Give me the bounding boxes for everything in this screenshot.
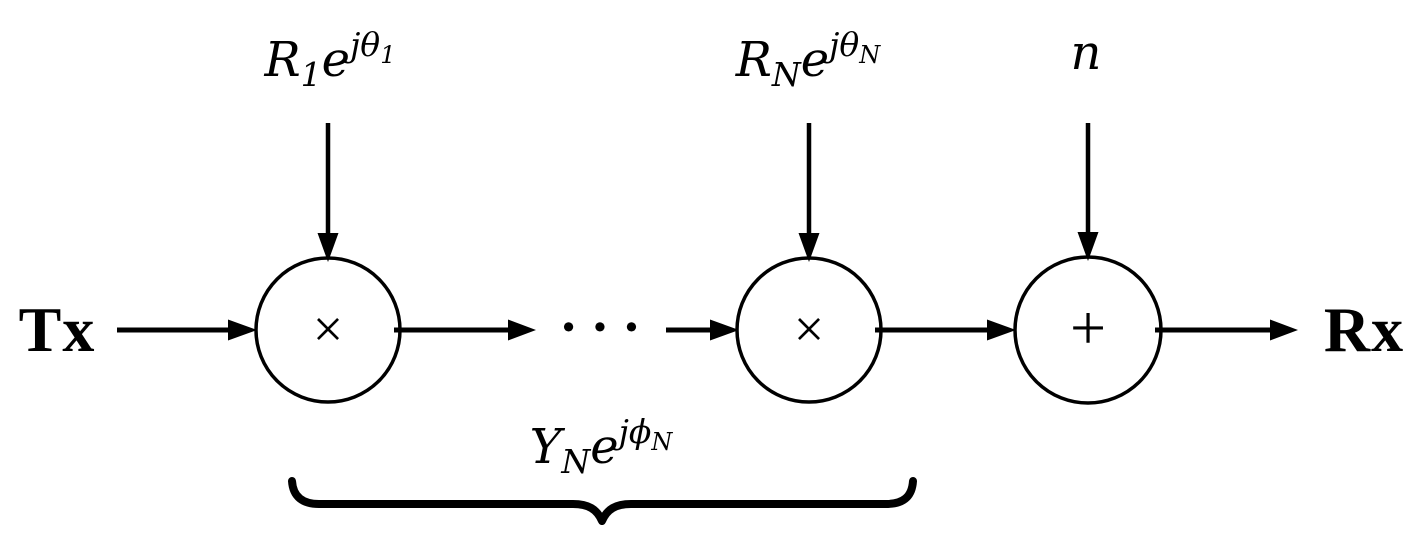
underbrace [288,477,917,525]
gain-N-exponent: jθ [829,25,860,64]
multiplier-2-symbol: × [793,299,825,359]
combined-fading-label: YNejϕN [530,415,673,478]
combined-exp-base: e [590,419,619,475]
noise-label: n [1070,25,1102,81]
adder-symbol: + [1069,292,1107,363]
arrowhead-gain-N-down [798,233,820,262]
rx-label: Rx [1323,294,1405,365]
multiplier-1-symbol: × [312,299,344,359]
arrowhead-dots-to-multiplier-2 [710,319,739,341]
gain-1-exponent: jθ [350,25,381,64]
gain-N-label: RNejθN [736,28,881,91]
gain-1-label: R1ejθ1 [265,28,396,91]
gain-1-exponent-subscript: 1 [380,41,396,69]
combined-exponent: jϕ [618,412,652,451]
gain-N-base: R [735,32,772,88]
gain-1-subscript: 1 [300,55,322,94]
combined-base: Y [529,419,562,475]
tx-label: Tx [18,294,96,365]
gain-1-exp-base: e [321,32,351,88]
combined-exponent-subscript: N [651,428,673,456]
gain-N-subscript: N [771,55,801,94]
arrowhead-adder-to-rx [1270,319,1298,341]
arrowhead-multiplier-1-to-dots [508,319,536,341]
arrowhead-multiplier-2-to-adder [987,319,1016,341]
gain-N-exp-base: e [800,32,830,88]
arrowhead-gain-1-down [317,233,339,262]
arrowhead-tx-to-multiplier-1 [228,319,257,341]
gain-N-exponent-subscript: N [859,41,881,69]
arrowhead-noise-down [1077,232,1099,261]
ellipsis-dots: ··· [559,297,655,356]
combined-subscript: N [561,442,591,481]
gain-1-base: R [264,32,301,88]
